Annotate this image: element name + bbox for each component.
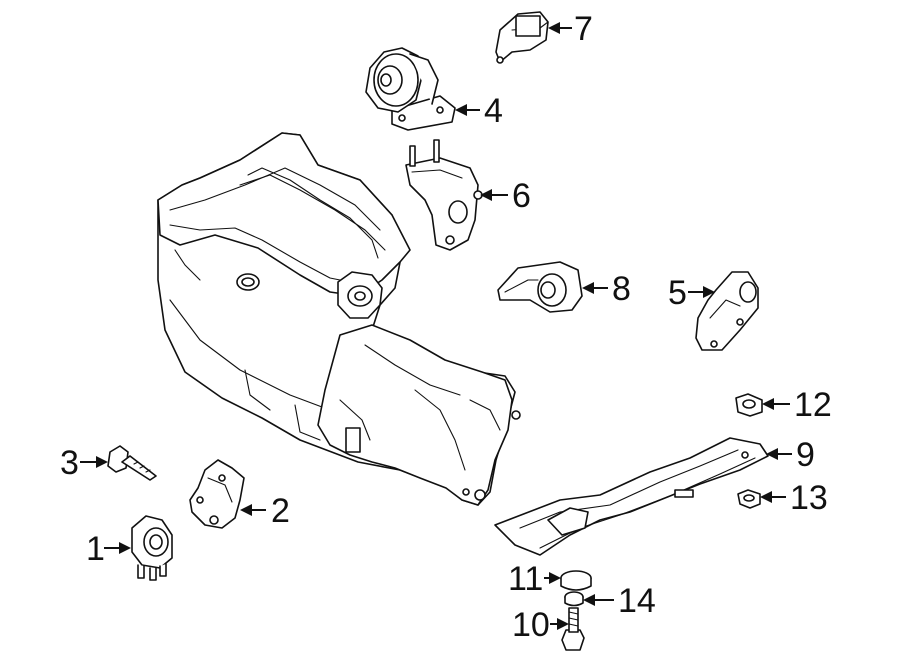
- part-11-bushing: [560, 570, 592, 591]
- callout-6-number: 6: [512, 177, 531, 215]
- part-8-mount: [497, 261, 583, 313]
- callout-2-number: 2: [271, 492, 290, 530]
- callout-14-number: 14: [618, 582, 656, 620]
- callout-6: 6: [480, 177, 531, 215]
- part-9-crossmember: [494, 437, 769, 556]
- callout-14: 14: [583, 582, 656, 620]
- callout-13: 13: [760, 479, 828, 517]
- part-10-bolt: [561, 607, 585, 651]
- callout-9-number: 9: [796, 436, 815, 474]
- part-14-washer: [564, 591, 584, 607]
- callout-1: 1: [86, 530, 131, 568]
- callout-4: 4: [455, 92, 503, 130]
- part-2-bracket: [189, 459, 245, 529]
- engine-transaxle-assembly: [157, 132, 521, 506]
- callout-11: 11: [508, 560, 561, 598]
- callout-12: 12: [762, 386, 832, 424]
- part-1-engine-mount: [131, 515, 173, 581]
- callout-11-number: 11: [508, 560, 543, 598]
- callout-5: 5: [668, 274, 715, 312]
- part-4-mount-assembly: [365, 47, 456, 131]
- part-12-nut: [735, 393, 763, 417]
- part-5-mount-bracket: [695, 271, 759, 351]
- callout-9: 9: [766, 436, 815, 474]
- callout-13-number: 13: [790, 479, 828, 517]
- callout-8: 8: [582, 270, 631, 308]
- part-3-bolt: [107, 445, 157, 481]
- part-7-small-bracket: [495, 11, 549, 64]
- part-6-bracket-with-studs: [405, 139, 483, 251]
- callout-5-number: 5: [668, 274, 687, 312]
- callout-4-number: 4: [484, 92, 503, 130]
- callout-7-number: 7: [574, 10, 593, 48]
- callout-3-number: 3: [60, 444, 79, 482]
- part-13-nut: [737, 489, 761, 509]
- callout-1-number: 1: [86, 530, 105, 568]
- callout-7: 7: [548, 10, 593, 48]
- callout-2: 2: [240, 492, 290, 530]
- callout-10: 10: [512, 606, 569, 644]
- callout-10-number: 10: [512, 606, 550, 644]
- callout-3: 3: [60, 444, 108, 482]
- callout-12-number: 12: [794, 386, 832, 424]
- callout-8-number: 8: [612, 270, 631, 308]
